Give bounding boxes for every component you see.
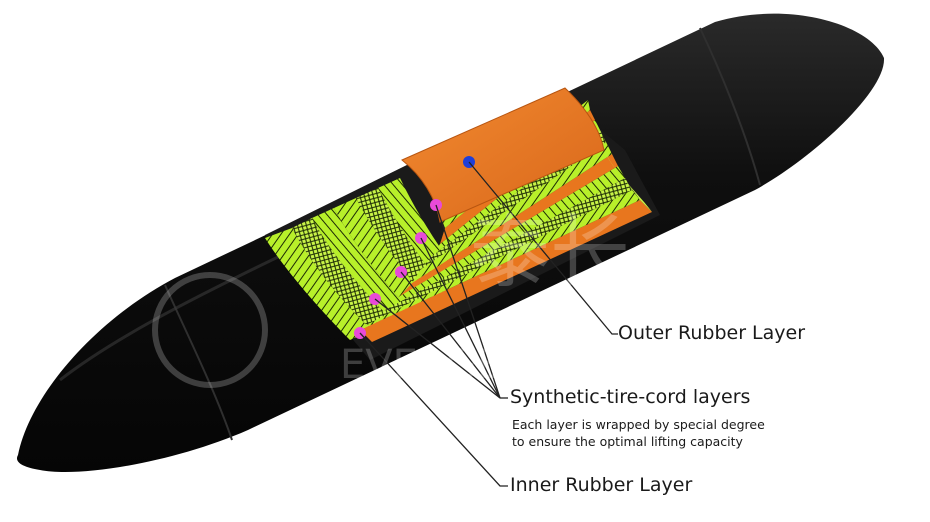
outer-rubber-layer-label: Outer Rubber Layer <box>618 322 806 344</box>
synthetic-cord-desc-line-2: to ensure the optimal lifting capacity <box>512 434 743 449</box>
watermark-chars: 泰长 <box>470 206 630 299</box>
cord-stripe-1 <box>360 200 652 342</box>
watermark-brand: EVERGE <box>340 342 502 388</box>
synthetic-cord-desc-line-1: Each layer is wrapped by special degree <box>512 417 765 432</box>
inner-rubber-layer-label: Inner Rubber Layer <box>510 474 693 496</box>
synthetic-cord-layers-label: Synthetic-tire-cord layers <box>510 386 751 408</box>
watermark: EVERGE 泰长 <box>152 206 630 388</box>
cutaway-layers <box>265 87 660 360</box>
leader-lines <box>359 161 618 487</box>
cord-layer-1 <box>265 228 372 340</box>
